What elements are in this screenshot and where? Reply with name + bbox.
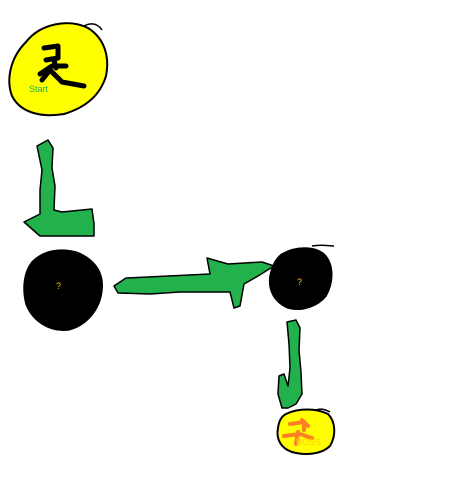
stick-figure-icon (37, 43, 87, 89)
mystery-node-shape (268, 247, 333, 310)
mystery-2-label: ? (297, 277, 302, 287)
path-segment (277, 319, 303, 409)
edge-start-to-mystery1 (23, 139, 95, 237)
mystery-1-label: ? (56, 281, 61, 291)
boss-label: BOSS (296, 437, 321, 447)
node-start: Start (8, 22, 109, 117)
sketch-line (311, 244, 335, 247)
sketch-line (315, 408, 331, 413)
start-label: Start (29, 84, 49, 94)
edge-mystery1-to-mystery2 (113, 257, 275, 309)
edge-mystery2-to-boss (277, 319, 303, 409)
sketch-line (83, 23, 103, 31)
path-segment (113, 257, 275, 309)
start-node-shape (8, 22, 109, 117)
boss-figure-icon (282, 418, 314, 446)
boss-node-shape (276, 408, 336, 455)
node-boss: BOSS (276, 408, 336, 455)
path-segment (23, 139, 95, 237)
node-mystery-2: ? (268, 244, 335, 310)
mystery-node-shape (23, 249, 103, 331)
node-mystery-1: ? (23, 249, 103, 331)
